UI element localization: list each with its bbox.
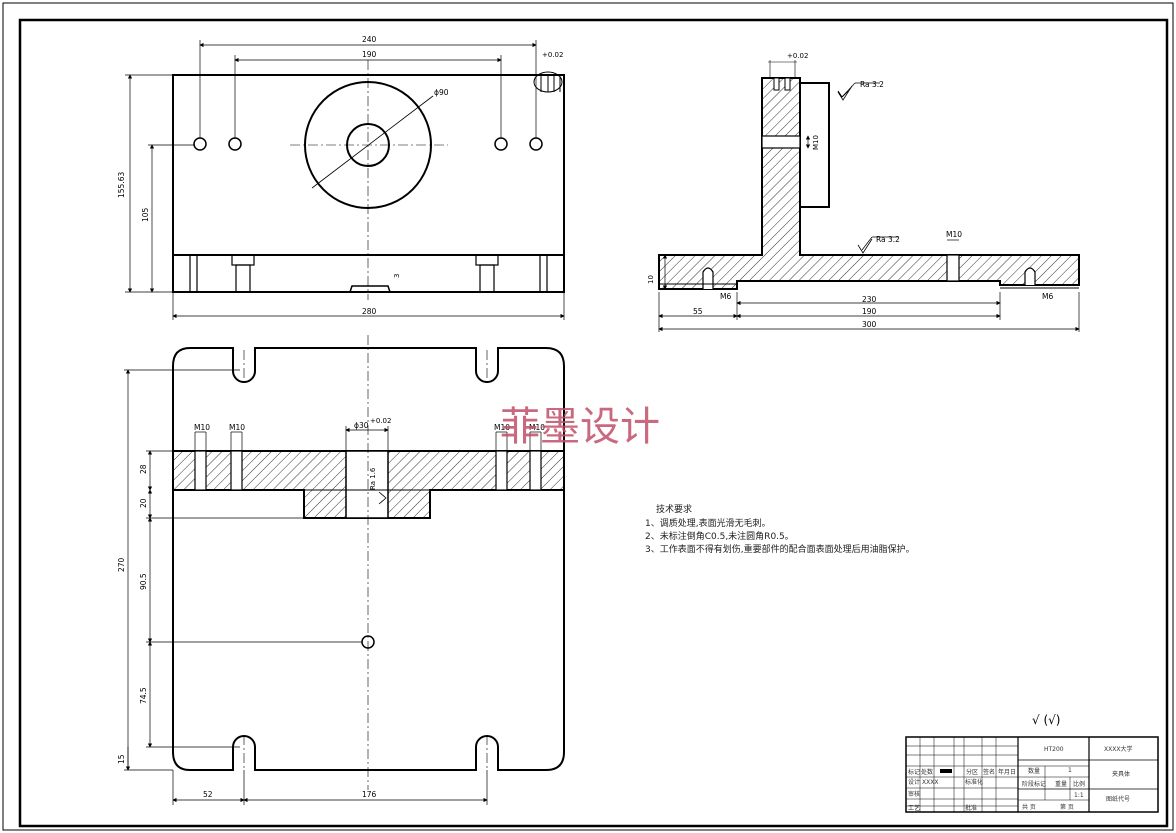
dim-28: 28 [139, 464, 148, 474]
side-dim-300: 300 [862, 320, 877, 329]
dim-20: 20 [139, 498, 148, 508]
side-dim-55: 55 [693, 307, 703, 316]
top-m10-3: M10 [494, 423, 510, 432]
dim-52: 52 [203, 790, 213, 799]
tb-scale-value: 1:1 [1074, 792, 1084, 799]
tb-count-label: 处数 [921, 768, 933, 776]
side-m6-left: M6 [720, 292, 731, 301]
side-ra-top: Ra 3.2 [860, 80, 884, 89]
side-dim-230: 230 [862, 295, 877, 304]
tb-std-label: 标准化 [965, 778, 983, 786]
top-view [124, 335, 565, 805]
tech-req-item-1: 1、调质处理,表面光滑无毛刺。 [645, 517, 771, 529]
top-bore-30: ϕ30 [354, 421, 369, 430]
tech-req-item-2: 2、未标注倒角C0.5,未注圆角R0.5。 [645, 530, 794, 542]
dim-280: 280 [362, 307, 377, 316]
tb-school: XXXX大学 [1104, 745, 1132, 753]
tb-stage-label: 阶段标记 [1022, 780, 1046, 788]
tb-drawing-no: 图纸代号 [1106, 795, 1130, 803]
tb-partition-label: 分区 [966, 768, 978, 776]
tb-weight-label: 重量 [1055, 780, 1067, 788]
inner-border [18, 18, 1169, 828]
title-block [905, 736, 1159, 813]
tb-design-value: XXXX [922, 779, 938, 786]
dim-155-63: 155.63 [117, 172, 126, 198]
tb-material: HT200 [1044, 746, 1064, 753]
dim-90-5: 90.5 [139, 573, 148, 590]
dim-105: 105 [141, 207, 150, 222]
watermark-text: 菲墨设计 [500, 404, 660, 450]
tb-date-label: 年月日 [998, 768, 1016, 776]
tb-page: 第 页 [1060, 803, 1074, 811]
tech-req-item-3: 3、工作表面不得有划伤,重要部件的配合面表面处理后用油脂保护。 [645, 543, 915, 555]
tb-part-name: 夹具体 [1112, 770, 1130, 778]
top-bore-tol: +0.02 [370, 417, 391, 425]
dim-270: 270 [117, 557, 126, 572]
top-ra-16: Ra 1.6 [369, 467, 377, 490]
tb-mark-label: 标记 [908, 768, 920, 776]
technical-requirements: 技术要求 1、调质处理,表面光滑无毛刺。 2、未标注倒角C0.5,未注圆角R0.… [645, 503, 915, 555]
top-m10-2: M10 [229, 423, 245, 432]
dim-74-5: 74.5 [139, 687, 148, 704]
top-m10-1: M10 [194, 423, 210, 432]
side-m10-gap: M10 [812, 135, 820, 150]
tech-req-title: 技术要求 [656, 503, 692, 515]
tb-process-label: 工艺 [908, 804, 920, 812]
dim-240: 240 [362, 35, 377, 44]
dim-3: 3 [393, 274, 401, 278]
dim-top-tol: +0.02 [542, 51, 563, 59]
dim-bore-90: ϕ90 [434, 88, 449, 97]
dim-176: 176 [362, 790, 377, 799]
tb-review-label: 审核 [908, 790, 920, 798]
side-ra-mid: Ra 3.2 [876, 235, 900, 244]
tb-qty-label: 数量 [1028, 767, 1040, 775]
side-m6-right: M6 [1042, 292, 1053, 301]
side-top-tol: +0.02 [787, 52, 808, 60]
tb-scale-label: 比例 [1073, 780, 1085, 788]
tb-approve-label: 批准 [965, 804, 977, 812]
side-m10-top: M10 [946, 230, 962, 239]
dim-190-front: 190 [362, 50, 377, 59]
side-dim-10: 10 [647, 275, 655, 284]
dim-15: 15 [117, 754, 126, 764]
roughness-symbol: √ (√) [1032, 713, 1060, 727]
tb-sign-label: 签名 [983, 768, 995, 776]
side-view [658, 60, 1080, 332]
side-dim-190: 190 [862, 307, 877, 316]
title-block-mark [940, 769, 952, 773]
tb-qty-value: 1 [1068, 767, 1072, 774]
front-view [125, 40, 565, 320]
top-m10-4: M10 [529, 423, 545, 432]
tb-design-label: 设计 [908, 778, 920, 786]
tb-sheets: 共 页 [1022, 803, 1036, 811]
